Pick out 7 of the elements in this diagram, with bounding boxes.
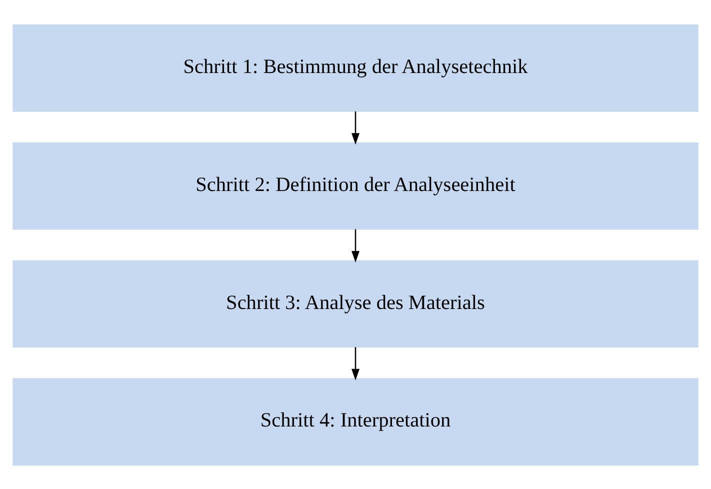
node-box: Schritt 1: Bestimmung der Analysetechnik <box>12 24 698 112</box>
arrow <box>352 228 360 262</box>
node-box: Schritt 2: Definition der Analyseeinheit <box>12 142 698 230</box>
node-box: Schritt 3: Analyse des Materials <box>12 260 698 348</box>
arrow <box>352 110 360 144</box>
arrow <box>352 346 360 380</box>
node-box: Schritt 4: Interpretation <box>12 378 698 466</box>
